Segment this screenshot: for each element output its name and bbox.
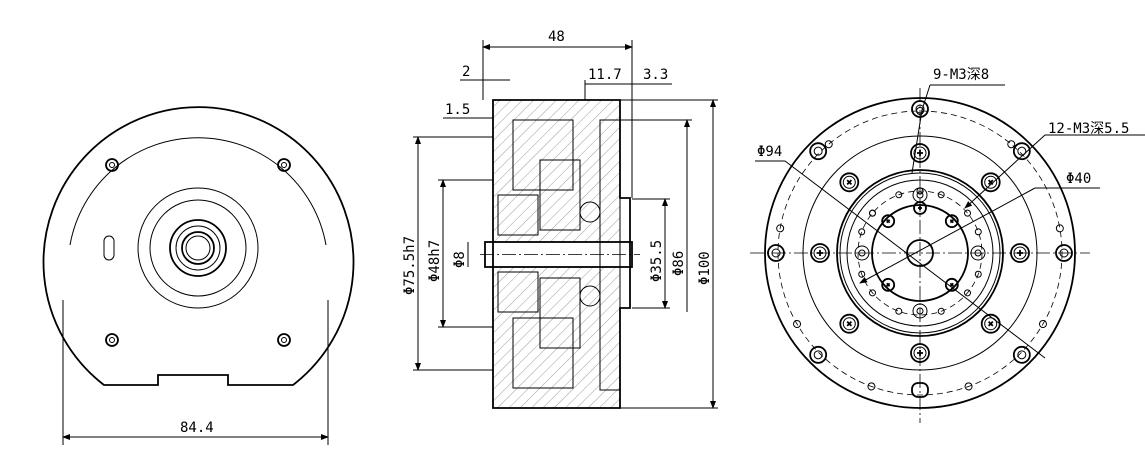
dim-dia-94: Φ94 xyxy=(757,144,782,160)
dim-dia-75-5: Φ75.5h7 xyxy=(402,236,418,295)
callout-9-m3: 9-M3深8 xyxy=(933,67,989,83)
front-view xyxy=(750,84,1145,423)
section-view: 48 2 1.5 11.7 3.3 Φ75.5h7 Φ48h7 Φ8 Φ35.5… xyxy=(402,29,718,409)
housing-outline xyxy=(42,106,355,386)
shaft-bearing xyxy=(169,219,227,277)
dim-2: 2 xyxy=(462,64,470,80)
rear-view: 84.4 xyxy=(42,106,355,445)
dim-dia-8: Φ8 xyxy=(452,251,468,268)
housing-inner-edge xyxy=(69,137,327,246)
dim-11-7: 11.7 xyxy=(588,67,622,83)
dim-dia-48: Φ48h7 xyxy=(427,240,443,282)
dim-1-5: 1.5 xyxy=(445,102,470,118)
mounting-holes xyxy=(105,158,291,347)
flange-outline xyxy=(764,97,1076,409)
callout-12-m3: 12-M3深5.5 xyxy=(1048,121,1129,137)
dim-dia-86: Φ86 xyxy=(671,251,687,276)
dim-3-3: 3.3 xyxy=(643,67,668,83)
dim-width: 84.4 xyxy=(180,420,214,436)
dim-dia-100: Φ100 xyxy=(697,251,713,285)
bolt-pattern xyxy=(767,100,1073,398)
dim-dia-40: Φ40 xyxy=(1066,171,1091,187)
slot xyxy=(103,235,115,261)
hub-ring xyxy=(137,187,259,309)
dim-dia-35-5: Φ35.5 xyxy=(649,240,665,282)
dim-length: 48 xyxy=(548,29,565,45)
